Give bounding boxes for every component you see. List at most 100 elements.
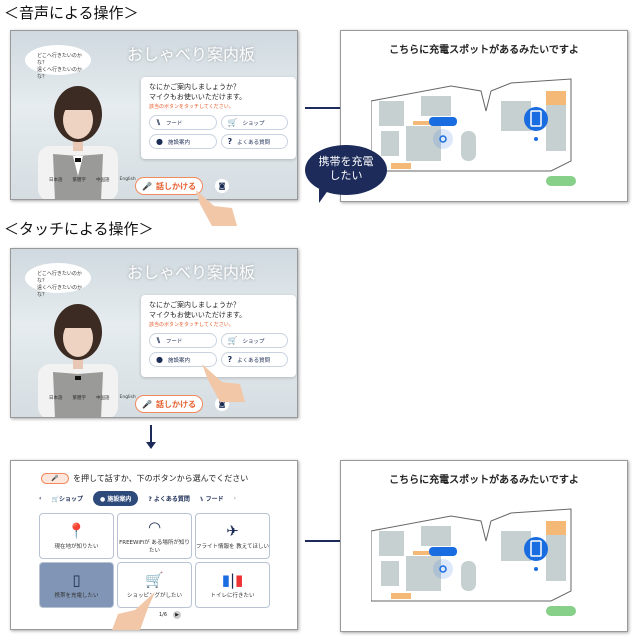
current-location-label: 現在地 — [461, 550, 477, 556]
tabs-next-button[interactable]: › — [233, 495, 237, 502]
talk-label: 話しかける — [155, 181, 196, 191]
pointing-hand-icon — [112, 592, 155, 630]
lang-ja[interactable]: 日本語 — [49, 178, 63, 183]
hint-text: 該当のボタンをタッチしてください。 — [149, 322, 234, 328]
cell-current-location[interactable]: 📍 現在地が知りたい — [39, 513, 114, 559]
lang-ja[interactable]: 日本語 — [49, 396, 63, 401]
lang-en[interactable]: English — [119, 177, 136, 182]
phone-charge-icon: ▯ — [72, 570, 81, 589]
lang-en[interactable]: English — [119, 395, 136, 400]
cell-label: 携帯を充電したい — [54, 592, 99, 599]
option-faq[interactable]: ? よくある質問 — [220, 352, 288, 367]
camera-icon: ◙ — [218, 182, 226, 190]
guide-card: なにかご案内しましょうか？ マイクもお使いいただけます。 該当のボタンをタッチし… — [141, 77, 296, 159]
mic-pill-icon[interactable]: 🎤 — [41, 473, 69, 484]
fork-knife-icon: ⑊ — [199, 496, 206, 503]
tab-label: よくある質問 — [153, 496, 190, 503]
question-line: なにかご案内しましょうか？ — [149, 301, 240, 309]
floor-map — [371, 78, 576, 186]
floor-map — [371, 508, 576, 616]
wifi-icon: ◠ — [147, 517, 162, 536]
cell-wifi[interactable]: ◠ FREEWiFiが ある場所が知りたい — [117, 513, 192, 559]
pin-icon: ● — [156, 355, 163, 364]
option-facility[interactable]: ● 施設案内 — [149, 134, 217, 149]
lang-zh-tw[interactable]: 繁體字 — [72, 396, 87, 401]
speech-line: 携帯を充電 — [318, 155, 374, 168]
guide-card: なにかご案内しましょうか？ マイクもお使いいただけます。 該当のボタンをタッチし… — [141, 295, 296, 377]
option-food[interactable]: ⑊フード — [149, 333, 217, 348]
page-indicator: 1/6 — [159, 612, 168, 618]
option-grid: 📍 現在地が知りたい ◠ FREEWiFiが ある場所が知りたい ✈ フライト情報を … — [39, 513, 270, 608]
thought-line: 遠くへ行きたいのかな？ — [37, 67, 83, 80]
question-line: なにかご案内しましょうか？ — [149, 83, 240, 91]
option-label: よくある質問 — [237, 357, 271, 364]
question-line: マイクもお使いいただけます。 — [149, 93, 247, 101]
question-icon: ? — [148, 496, 154, 503]
hint-text: 該当のボタンをタッチしてください。 — [149, 104, 234, 110]
tab-shop[interactable]: 🛒ショップ — [51, 494, 83, 503]
option-shop[interactable]: 🛒ショップ — [220, 115, 288, 130]
thought-bubble: どこへ行きたいのかな？遠くへ行きたいのかな？ — [25, 45, 91, 80]
option-faq[interactable]: ?よくある質問 — [220, 134, 288, 149]
camera-button[interactable]: ◙ — [215, 179, 229, 193]
cell-restroom[interactable]: ▮|▮ トイレに行きたい — [195, 562, 270, 608]
tab-food[interactable]: ⑊ フード — [200, 494, 224, 503]
cart-icon: 🛒 — [51, 496, 59, 503]
option-label: よくある質問 — [237, 139, 271, 146]
tab-facility[interactable]: ● 施設案内 — [92, 491, 139, 506]
pointing-hand-icon — [196, 190, 237, 226]
menu-screen: 🎤を押して話すか、下のボタンから選んでください ‹ 🛒ショップ ● 施設案内 ?… — [10, 460, 298, 630]
cell-label: 現在地が知りたい — [54, 543, 99, 550]
airplane-icon: ✈ — [226, 521, 239, 540]
map-screen-touch: こちらに充電スポットがあるみたいですよ 現在地 — [340, 460, 628, 632]
cell-label: ショッピングがしたい — [126, 592, 182, 599]
thought-line: どこへ行きたいのかな？ — [37, 53, 82, 66]
next-page-button[interactable]: ▶ — [173, 611, 182, 619]
map-screen-voice: こちらに充電スポットがあるみたいですよ 現在地 — [340, 30, 628, 202]
pin-icon: ● — [156, 137, 163, 146]
fork-knife-icon: ⑊ — [156, 118, 161, 127]
category-tabs: ‹ 🛒ショップ ● 施設案内 ? よくある質問 ⑊ フード › — [39, 491, 236, 506]
speech-line: したい — [329, 169, 363, 182]
tab-label: 施設案内 — [107, 496, 132, 503]
avatar-image — [38, 86, 118, 199]
restroom-icon: ▮|▮ — [221, 570, 244, 589]
tabs-prev-button[interactable]: ‹ — [39, 495, 42, 502]
cell-label: フライト情報を 教えてほしい — [196, 543, 269, 550]
cart-icon: 🛒 — [227, 118, 238, 127]
cell-label: FREEWiFiが ある場所が知りたい — [119, 539, 190, 554]
thought-line: どこへ行きたいのかな？ — [37, 271, 82, 284]
option-shop[interactable]: 🛒ショップ — [220, 333, 288, 348]
cell-shopping[interactable]: 🛒ショッピングがしたい — [117, 562, 192, 608]
language-switcher: 日本語 繁體字 中国語 English — [49, 177, 136, 183]
kiosk-title: おしゃべり案内板 — [126, 45, 255, 64]
current-location-label: 現在地 — [461, 120, 477, 126]
option-food[interactable]: ⑊フード — [149, 115, 217, 130]
lang-zh-tw[interactable]: 繁體字 — [72, 178, 87, 183]
instruction: 🎤を押して話すか、下のボタンから選んでください — [41, 473, 248, 484]
map-title: こちらに充電スポットがあるみたいですよ — [389, 475, 579, 486]
cell-label: トイレに行きたい — [210, 592, 255, 599]
cell-charge-phone[interactable]: ▯ 携帯を充電したい — [39, 562, 114, 608]
option-facility[interactable]: ●施設案内 — [149, 352, 217, 367]
thought-bubble: どこへ行きたいのかな？遠くへ行きたいのかな？ — [25, 263, 91, 298]
tab-label: フード — [205, 496, 224, 503]
arrow-down — [146, 425, 156, 449]
option-label: 施設案内 — [167, 139, 190, 146]
talk-label: 話しかける — [155, 399, 196, 409]
option-label: フード — [165, 338, 183, 345]
question-icon: ? — [227, 355, 233, 364]
lang-zh[interactable]: 中国語 — [96, 178, 110, 183]
pager: 1/6 ▶ — [159, 611, 182, 619]
cell-flight[interactable]: ✈ フライト情報を 教えてほしい — [195, 513, 270, 559]
thought-line: 遠くへ行きたいのかな？ — [37, 285, 83, 298]
lang-zh[interactable]: 中国語 — [96, 396, 110, 401]
tab-faq[interactable]: ? よくある質問 — [148, 494, 190, 503]
tab-label: ショップ — [58, 496, 83, 503]
talk-button[interactable]: 🎤話しかける — [135, 395, 203, 413]
language-switcher: 日本語 繁體字 中国語 English — [49, 395, 136, 401]
map-pin-icon: 📍 — [67, 521, 86, 540]
mic-icon: 🎤 — [142, 181, 152, 191]
talk-button[interactable]: 🎤話しかける — [135, 177, 203, 195]
kiosk-title: おしゃべり案内板 — [126, 263, 255, 282]
